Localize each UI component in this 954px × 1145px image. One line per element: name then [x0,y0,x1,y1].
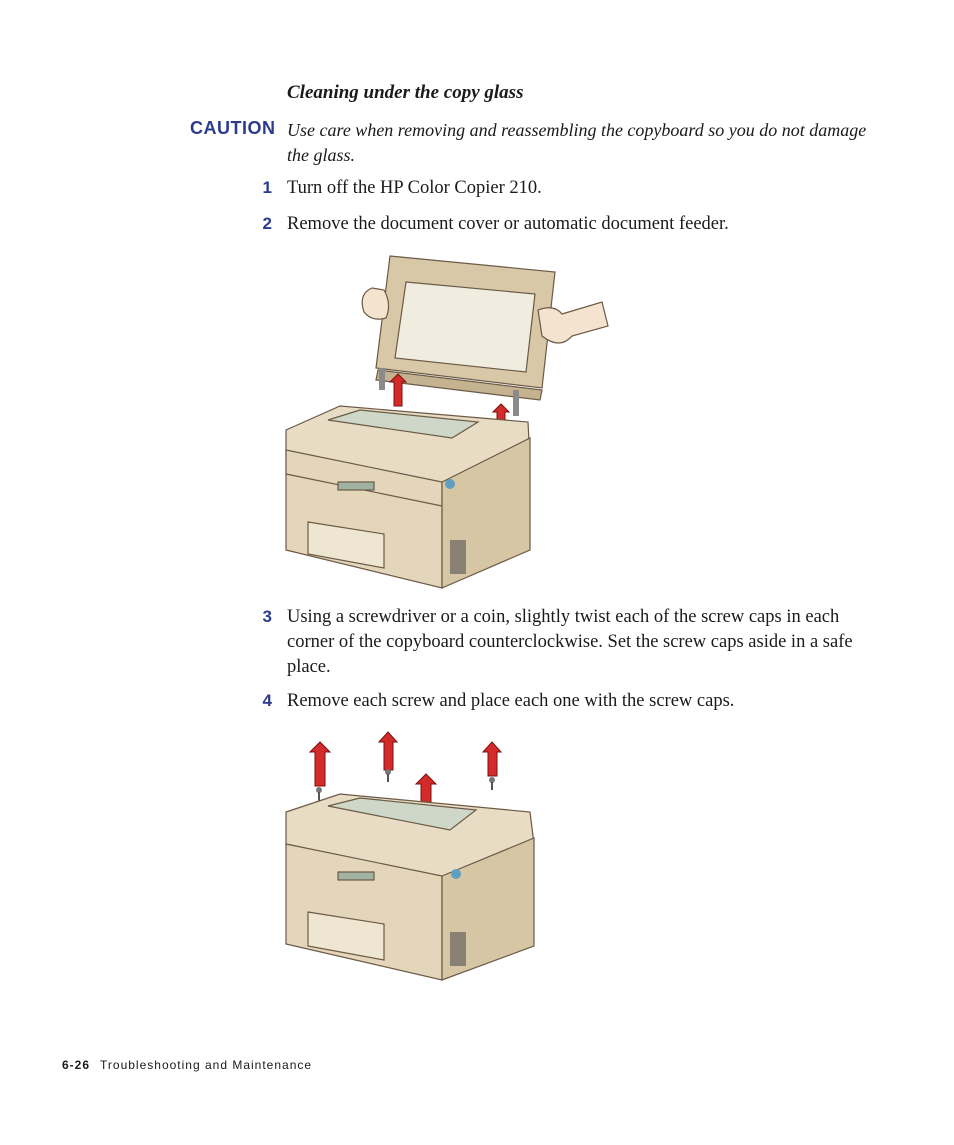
step-number-4: 4 [262,691,272,710]
caution-label: CAUTION [190,118,276,138]
step-text-3: Using a screwdriver or a coin, slightly … [287,607,853,677]
page-number: 6-26 [62,1058,91,1072]
step-number-1: 1 [262,178,272,197]
document-cover [375,255,556,416]
step-text-4: Remove each screw and place each one wit… [287,691,735,711]
copier-lid-removal-illustration [285,255,609,589]
step-text-1: Turn off the HP Color Copier 210. [287,178,542,198]
caution-text: Use care when removing and reassembling … [287,120,867,165]
copier-body [285,405,531,589]
step-number-3: 3 [262,607,272,626]
section-heading: Cleaning under the copy glass [287,82,524,103]
screw-arrow-icon [308,731,503,811]
step-text-2: Remove the document cover or automatic d… [287,214,729,234]
page-footer: 6-26 Troubleshooting and Maintenance [62,1058,312,1072]
copier-body [285,793,535,981]
footer-section-title: Troubleshooting and Maintenance [100,1058,313,1072]
copier-screw-removal-illustration [285,731,535,981]
hand-right-icon [537,301,609,344]
screw-icon [316,769,495,826]
hand-left-icon [361,287,390,320]
step-number-2: 2 [262,214,272,233]
